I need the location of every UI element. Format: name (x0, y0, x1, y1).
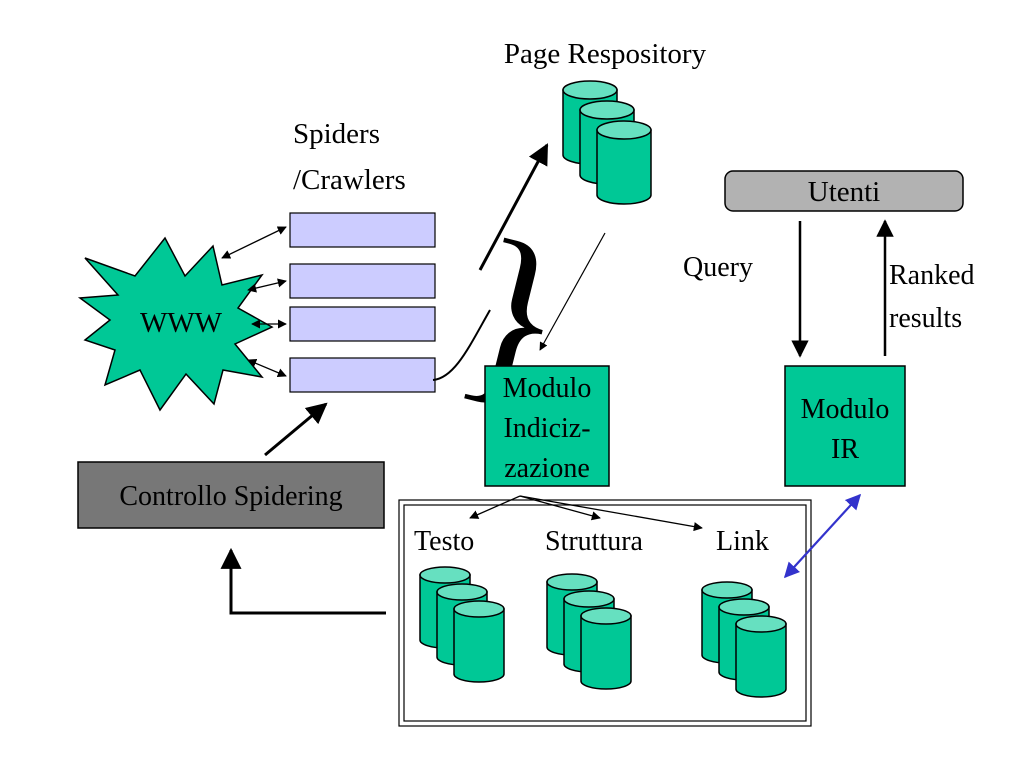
index-storage-box-outer (398, 499, 812, 727)
spiders-label-line1: Spiders (293, 118, 380, 150)
indexer-to-link-arrow (519, 495, 703, 532)
spider-bar-4 (289, 357, 436, 393)
page-repository-cylinders (562, 80, 652, 205)
struttura-cylinder-3 (580, 607, 632, 690)
spiders-to-repository-arrow (478, 143, 549, 271)
modulo-ir-line1: Modulo (801, 394, 890, 425)
modulo-indicizzazione-line2: Indiciz- (503, 413, 590, 444)
struttura-label: Struttura (545, 526, 644, 557)
link-label: Link (716, 526, 769, 557)
indexer-to-struttura-arrow (519, 495, 601, 521)
utenti-box (724, 170, 964, 212)
link-ir-double-arrow (783, 493, 862, 579)
www-starburst (77, 236, 274, 412)
modulo-indicizzazione-box (484, 365, 610, 487)
testo-label: Testo (414, 526, 474, 557)
modulo-indicizzazione-line1: Modulo (503, 373, 592, 404)
www-spider-arrow-4 (247, 358, 287, 378)
www-spider-arrow-2 (247, 278, 287, 293)
modulo-ir-box (784, 365, 906, 487)
index-storage-box-inner (403, 504, 807, 722)
spider-bar-3 (289, 306, 436, 342)
feedback-to-controllo-arrow (220, 547, 386, 615)
utenti-label: Utenti (808, 176, 881, 208)
repository-cylinder-3 (596, 120, 652, 205)
controllo-spidering-label: Controllo Spidering (119, 481, 342, 512)
brace-tail (432, 309, 491, 381)
testo-cylinder-3 (453, 600, 505, 683)
query-label: Query (683, 252, 753, 283)
page-repository-label: Page Respository (504, 38, 707, 70)
indexer-to-testo-arrow (469, 495, 521, 519)
spiders-label-line2: /Crawlers (293, 164, 406, 196)
controllo-spidering-box (77, 461, 385, 529)
modulo-ir-line2: IR (831, 434, 859, 465)
modulo-indicizzazione-line3: zazione (504, 453, 590, 484)
www-spider-arrow-1 (221, 226, 287, 259)
repository-to-indexer-arrow (539, 232, 606, 351)
www-label: WWW (140, 307, 223, 339)
testo-cylinders (419, 566, 505, 683)
spider-bar-1 (289, 212, 436, 248)
controllo-to-spiders-arrow (264, 402, 328, 457)
ranked-label-line2: results (889, 303, 962, 334)
struttura-cylinders (546, 573, 632, 690)
spider-bar-2 (289, 263, 436, 299)
link-cylinder-3 (735, 615, 787, 698)
link-cylinders (701, 581, 787, 698)
ranked-label-line1: Ranked (889, 260, 975, 291)
